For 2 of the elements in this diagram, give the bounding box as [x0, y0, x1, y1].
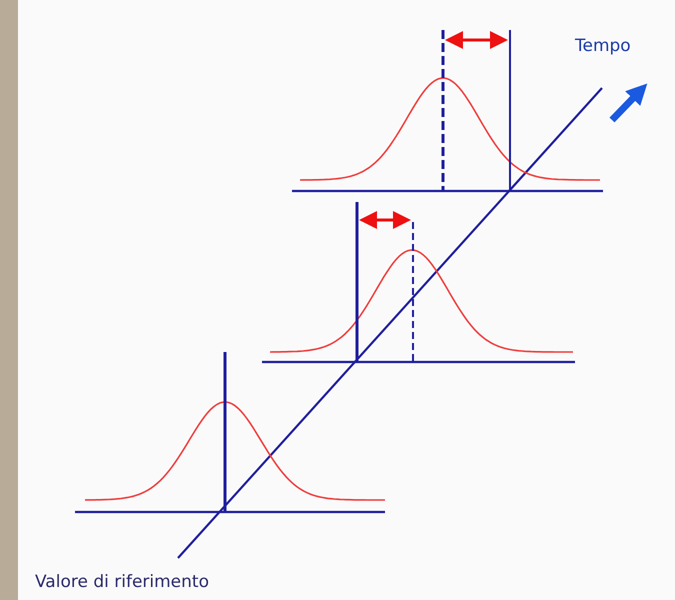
axis-label: Tempo — [575, 36, 631, 56]
axis-label: Valore di riferimento — [35, 572, 209, 592]
